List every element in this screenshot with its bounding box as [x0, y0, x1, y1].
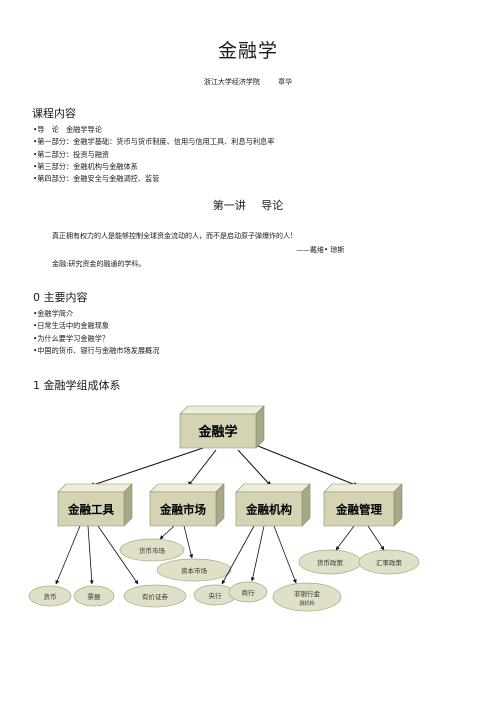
section0-heading: 0 主要内容: [33, 291, 88, 304]
branch-box-management: 金融管理: [323, 483, 403, 527]
lecture-title: 第一讲 导论: [0, 197, 496, 213]
document-title: 金融学: [217, 40, 278, 62]
leaf-commercial-bank: 商行: [242, 588, 256, 597]
list-item: •中国的货币、银行与金融市场发展概况: [33, 345, 160, 355]
lecture-number: 第一讲: [212, 199, 246, 212]
leaf-non-bank: 非银行金: [294, 589, 321, 598]
leaf-monetary-policy: 货币政策: [317, 558, 344, 567]
leaf-bill: 票据: [88, 592, 102, 601]
list-item: •第一部分：金融学基础：货币与货币制度、信用与信用工具、利息与利息率: [33, 137, 275, 147]
leaf-money-market: 货币市场: [139, 546, 166, 555]
leaf-central-bank: 央行: [209, 591, 223, 600]
list-item: •为什么要学习金融学？: [33, 333, 110, 343]
branch-box-markets-label: 金融市场: [159, 502, 206, 516]
section1-heading: 1 金融学组成体系: [33, 379, 121, 392]
finance-structure-diagram: 货币市场 资本市场 货币 票据 有价证券 央行 商行 非银行金 融机构 货币政策…: [28, 405, 420, 612]
definition-text: 金融:研究资金的融通的学科。: [52, 260, 146, 268]
branch-box-institutions: 金融机构: [235, 483, 311, 527]
author-line: 浙江大学经济学院 章华: [0, 77, 496, 87]
branch-box-instruments: 金融工具: [57, 483, 133, 527]
course-heading: 课程内容: [32, 107, 76, 120]
list-item: •第四部分：金融安全与金融调控、监管: [33, 174, 160, 184]
list-item: •日常生活中的金融现象: [33, 321, 110, 331]
list-item: •导 论 金融学导论: [33, 125, 102, 134]
root-box-label: 金融学: [197, 424, 237, 440]
quote-attribution: ——戴维• 琼斯: [296, 246, 345, 254]
root-box: 金融学: [179, 405, 265, 449]
leaf-capital-market: 资本市场: [181, 566, 208, 575]
quote-text: 真正拥有权力的人是能够控制全球资金流动的人，而不是启动原子弹爆炸的人!: [52, 232, 293, 240]
leaf-securities: 有价证券: [142, 592, 169, 601]
leaf-fx-policy: 汇率政策: [376, 558, 403, 567]
branch-box-instruments-label: 金融工具: [67, 502, 114, 516]
lecture-name: 导论: [261, 199, 284, 212]
leaf-currency: 货币: [44, 592, 57, 601]
list-item: •金融学简介: [33, 309, 74, 318]
author-name: 章华: [278, 78, 293, 86]
list-item: •第二部分：投资与融资: [33, 149, 110, 159]
branch-box-management-label: 金融管理: [335, 502, 382, 516]
branch-box-institutions-label: 金融机构: [245, 502, 292, 516]
section0-list: •金融学简介 •日常生活中的金融现象 •为什么要学习金融学？ •中国的货币、银行…: [33, 308, 159, 357]
author-school: 浙江大学经济学院: [203, 78, 260, 86]
branch-box-markets: 金融市场: [149, 483, 225, 527]
leaf-non-bank-sub: 融机构: [299, 600, 314, 607]
list-item: •第三部分：金融机构与金融体系: [33, 161, 138, 171]
course-list: •导 论 金融学导论 •第一部分：金融学基础：货币与货币制度、信用与信用工具、利…: [33, 124, 274, 185]
